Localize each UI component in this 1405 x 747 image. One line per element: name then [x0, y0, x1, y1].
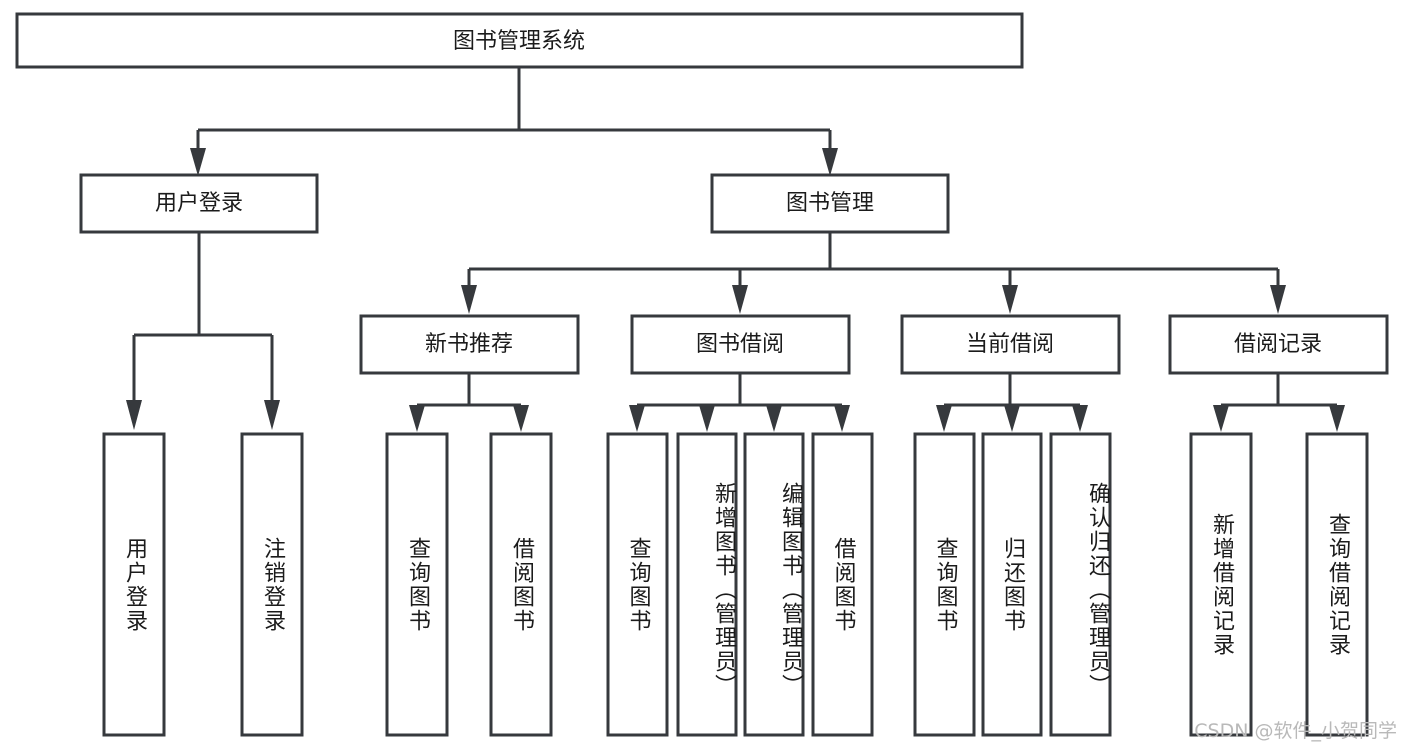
node-borrow-record-box[interactable] [1168, 314, 1389, 375]
arrow-to-borrow-record [1270, 285, 1286, 314]
leaf-box-current-borrow-2[interactable] [981, 432, 1043, 737]
leaf-box-borrow-record-2[interactable] [1305, 432, 1369, 737]
leaf-box-new-book-2[interactable] [489, 432, 553, 737]
leaf-box-current-borrow-3[interactable] [1049, 432, 1112, 737]
node-new-book-label: 新书推荐 [425, 332, 513, 357]
node-current-borrow-box[interactable] [900, 314, 1121, 375]
node-current-borrow-label: 当前借阅 [966, 332, 1054, 357]
node-root-box[interactable] [15, 12, 1024, 69]
arrow-book-borrow-leaf-2 [699, 405, 715, 432]
leaf-box-book-borrow-2[interactable] [676, 432, 738, 737]
arrow-borrow-record-leaf-1 [1213, 405, 1229, 432]
arrow-user-login-leaf-1 [126, 400, 142, 430]
node-user-login-label: 用户登录 [155, 191, 243, 216]
leaf-box-current-borrow-1[interactable] [913, 432, 976, 737]
arrow-to-book-manage [822, 148, 838, 176]
leaf-box-book-borrow-3[interactable] [743, 432, 805, 737]
node-book-borrow-label: 图书借阅 [696, 332, 784, 357]
leaf-box-user-login-2[interactable] [240, 432, 304, 737]
arrow-book-borrow-leaf-1 [629, 405, 645, 432]
node-book-manage-label: 图书管理 [786, 191, 874, 216]
arrow-new-book-leaf-1 [409, 405, 425, 432]
node-root-label: 图书管理系统 [453, 29, 585, 54]
leaf-box-user-login-1[interactable] [102, 432, 166, 737]
arrow-to-book-borrow [732, 285, 748, 314]
node-new-book-box[interactable] [359, 314, 580, 375]
csdn-watermark: CSDN @软件_小贺同学 [1194, 720, 1397, 742]
leaf-box-new-book-1[interactable] [385, 432, 449, 737]
node-book-borrow-box[interactable] [630, 314, 851, 375]
leaf-box-borrow-record-1[interactable] [1189, 432, 1253, 737]
leaf-box-book-borrow-1[interactable] [606, 432, 669, 737]
arrow-to-new-book [461, 285, 477, 314]
leaf-box-book-borrow-4[interactable] [811, 432, 874, 737]
arrow-book-borrow-leaf-4 [834, 405, 850, 432]
arrow-current-borrow-leaf-1 [936, 405, 952, 432]
node-book-manage-box[interactable] [710, 173, 950, 234]
arrow-current-borrow-leaf-3 [1072, 405, 1088, 432]
node-borrow-record-label: 借阅记录 [1234, 332, 1322, 357]
arrow-borrow-record-leaf-2 [1329, 405, 1345, 432]
arrow-user-login-leaf-2 [264, 400, 280, 430]
arrow-to-user-login [190, 148, 206, 176]
arrow-current-borrow-leaf-2 [1004, 405, 1020, 432]
arrow-new-book-leaf-2 [513, 405, 529, 432]
arrow-book-borrow-leaf-3 [766, 405, 782, 432]
arrow-to-current-borrow [1002, 285, 1018, 314]
